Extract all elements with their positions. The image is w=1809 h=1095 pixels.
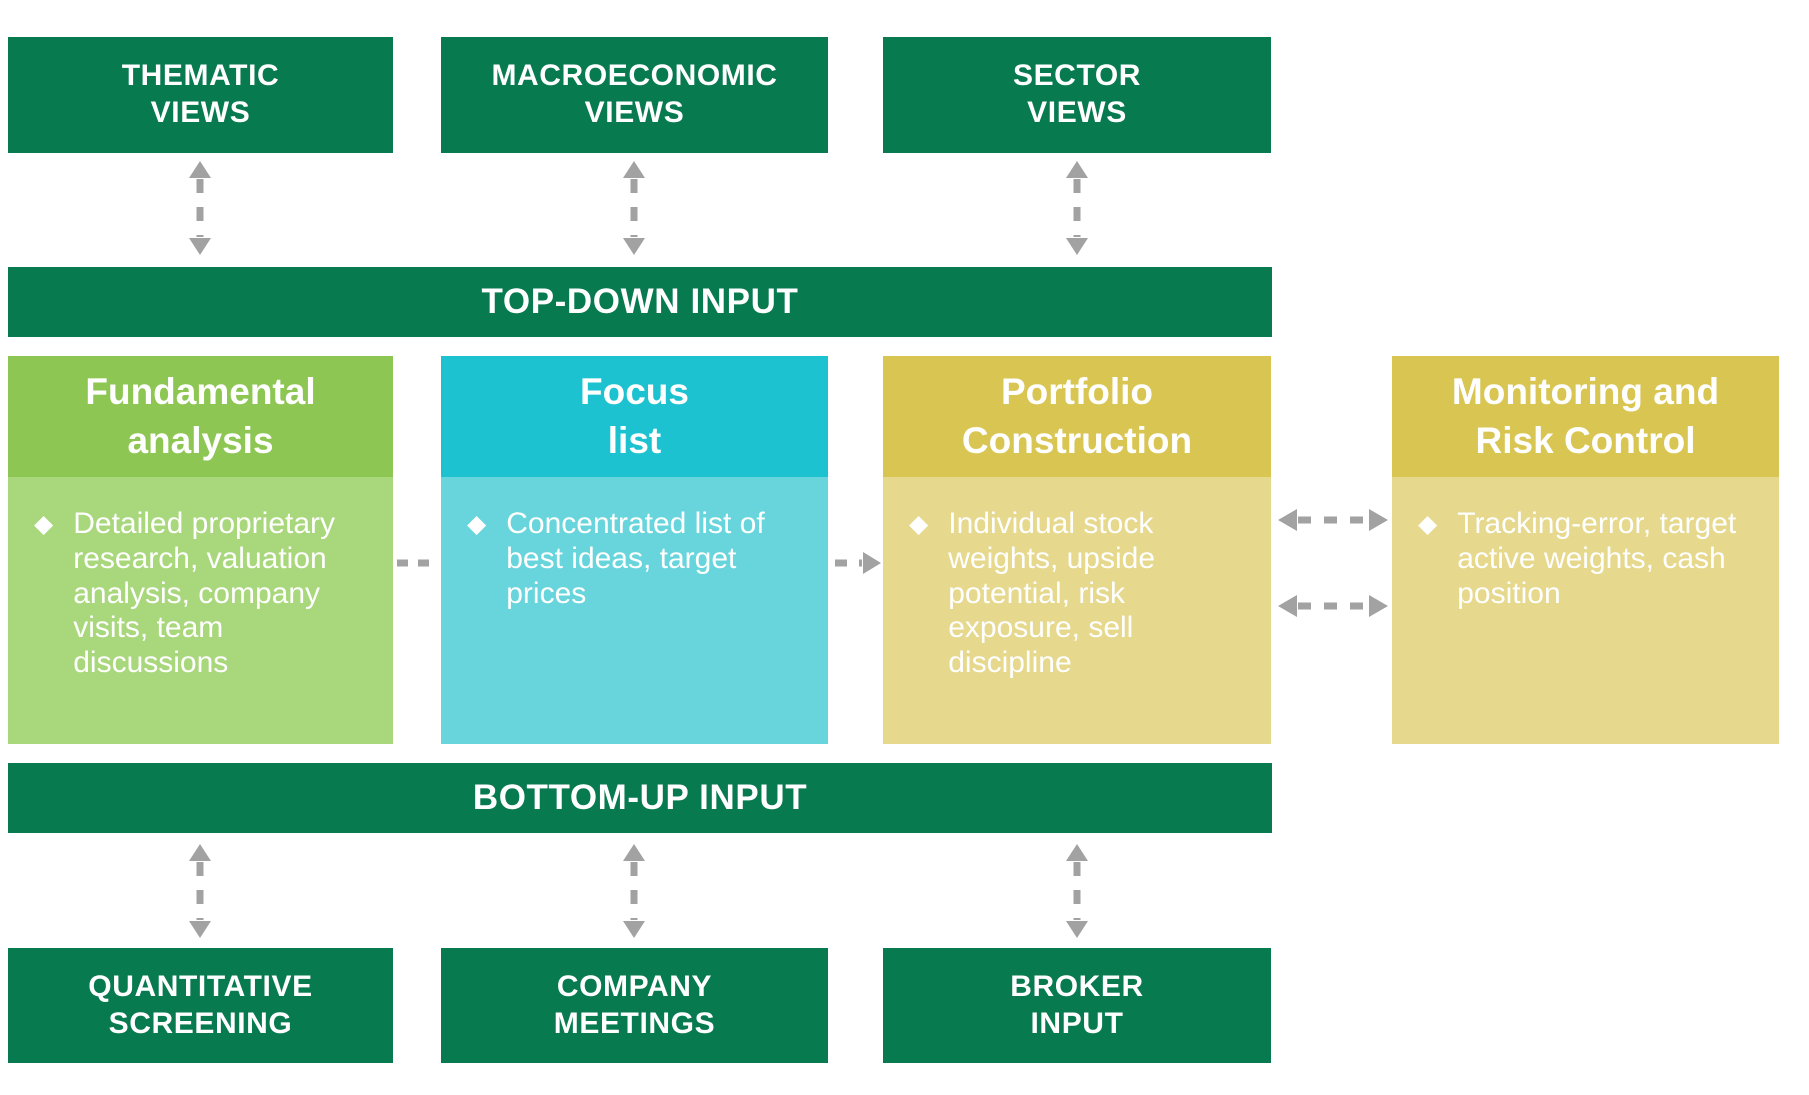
band-bottom-up-input-label: BOTTOM-UP INPUT xyxy=(472,778,808,817)
bullet-item: ◆ Individual stock weights, upside poten… xyxy=(909,507,1245,681)
card-portfolio-construction-title-line1: Portfolio xyxy=(1000,371,1154,413)
double-arrow-horizontal-icon xyxy=(1278,594,1388,618)
double-arrow-vertical-icon xyxy=(622,161,646,255)
box-macroeconomic-views: MACROECONOMIC VIEWS xyxy=(441,37,828,153)
box-thematic-views-line1: THEMATIC xyxy=(121,59,280,93)
card-fundamental-analysis-bullet-text: Detailed proprietary research, valuation… xyxy=(73,507,336,680)
card-fundamental-analysis: Fundamental analysis ◆ Detailed propriet… xyxy=(8,356,393,744)
box-broker-input: BROKER INPUT xyxy=(883,948,1271,1063)
double-arrow-vertical-icon xyxy=(1065,844,1089,938)
box-company-meetings-line1: COMPANY xyxy=(556,969,713,1003)
box-broker-input-line1: BROKER xyxy=(1010,969,1144,1003)
card-monitoring-risk-control: Monitoring and Risk Control ◆ Tracking-e… xyxy=(1392,356,1779,744)
bullet-item: ◆ Tracking-error, target active weights,… xyxy=(1418,507,1753,611)
card-focus-list: Focus list ◆ Concentrated list of best i… xyxy=(441,356,828,744)
box-thematic-views-line2: VIEWS xyxy=(150,96,251,129)
card-focus-list-body: ◆ Concentrated list of best ideas, targe… xyxy=(441,477,828,744)
band-bottom-up-input: BOTTOM-UP INPUT xyxy=(8,763,1272,833)
card-portfolio-construction-header: Portfolio Construction xyxy=(883,356,1271,477)
diamond-bullet-icon: ◆ xyxy=(1418,510,1438,538)
diamond-bullet-icon: ◆ xyxy=(909,510,929,538)
bullet-item: ◆ Detailed proprietary research, valuati… xyxy=(34,507,367,681)
card-fundamental-analysis-title-line1: Fundamental xyxy=(85,371,316,413)
card-fundamental-analysis-body: ◆ Detailed proprietary research, valuati… xyxy=(8,477,393,744)
dashed-arrow-right-icon xyxy=(833,551,881,575)
diamond-bullet-icon: ◆ xyxy=(34,510,54,538)
card-focus-list-header: Focus list xyxy=(441,356,828,477)
double-arrow-vertical-icon xyxy=(188,161,212,255)
double-arrow-vertical-icon xyxy=(622,844,646,938)
card-portfolio-construction-body: ◆ Individual stock weights, upside poten… xyxy=(883,477,1271,744)
card-monitoring-risk-control-bullet-text: Tracking-error, target active weights, c… xyxy=(1457,507,1737,610)
box-sector-views-line1: SECTOR xyxy=(1012,59,1142,93)
box-macroeconomic-views-line1: MACROECONOMIC xyxy=(491,59,778,93)
box-sector-views: SECTOR VIEWS xyxy=(883,37,1271,153)
card-monitoring-risk-control-title-line1: Monitoring and xyxy=(1451,371,1720,413)
box-company-meetings-line2: MEETINGS xyxy=(553,1006,716,1040)
bullet-item: ◆ Concentrated list of best ideas, targe… xyxy=(467,507,802,611)
card-monitoring-risk-control-header: Monitoring and Risk Control xyxy=(1392,356,1779,477)
box-quantitative-screening-line1: QUANTITATIVE xyxy=(88,969,313,1003)
double-arrow-horizontal-icon xyxy=(1278,508,1388,532)
card-portfolio-construction-bullet-text: Individual stock weights, upside potenti… xyxy=(948,507,1156,680)
card-focus-list-bullet-text: Concentrated list of best ideas, target … xyxy=(506,507,765,610)
card-fundamental-analysis-header: Fundamental analysis xyxy=(8,356,393,477)
card-fundamental-analysis-title-line2: analysis xyxy=(127,419,274,461)
box-thematic-views: THEMATIC VIEWS xyxy=(8,37,393,153)
box-quantitative-screening: QUANTITATIVE SCREENING xyxy=(8,948,393,1063)
box-broker-input-line2: INPUT xyxy=(1030,1006,1124,1040)
card-monitoring-risk-control-body: ◆ Tracking-error, target active weights,… xyxy=(1392,477,1779,744)
card-focus-list-title-line2: list xyxy=(607,419,662,461)
card-portfolio-construction: Portfolio Construction ◆ Individual stoc… xyxy=(883,356,1271,744)
card-monitoring-risk-control-title-line2: Risk Control xyxy=(1475,419,1696,461)
double-arrow-vertical-icon xyxy=(188,844,212,938)
dashed-line-horizontal-icon xyxy=(397,559,437,567)
box-sector-views-line2: VIEWS xyxy=(1027,96,1127,129)
band-top-down-input: TOP-DOWN INPUT xyxy=(8,267,1272,337)
card-portfolio-construction-title-line2: Construction xyxy=(961,419,1193,461)
band-top-down-input-label: TOP-DOWN INPUT xyxy=(481,282,799,321)
box-quantitative-screening-line2: SCREENING xyxy=(108,1006,293,1040)
box-macroeconomic-views-line2: VIEWS xyxy=(584,96,685,129)
card-focus-list-title-line1: Focus xyxy=(580,371,689,413)
box-company-meetings: COMPANY MEETINGS xyxy=(441,948,828,1063)
diamond-bullet-icon: ◆ xyxy=(467,510,487,538)
double-arrow-vertical-icon xyxy=(1065,161,1089,255)
